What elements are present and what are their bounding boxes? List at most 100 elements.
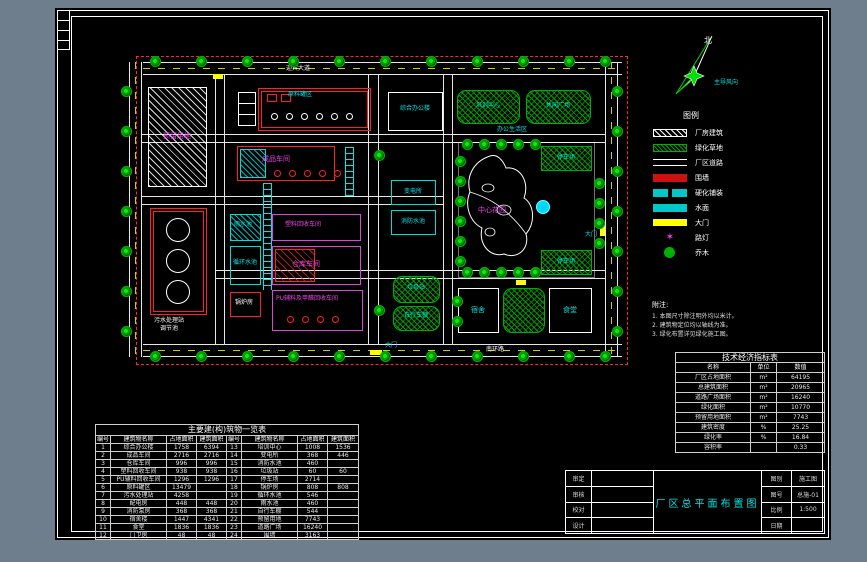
canteen-building (549, 288, 592, 333)
tree-icon (518, 56, 529, 67)
rain-pool-structure (230, 214, 261, 241)
legend-label: 路灯 (695, 233, 709, 242)
tree-icon (380, 56, 391, 67)
table-cell: 7 (95, 491, 111, 500)
table-cell: 996 (196, 459, 227, 468)
titleblock-value: 施工图 (791, 470, 825, 487)
legend-swatch-road-icon (653, 159, 687, 166)
table-cell: 60 (327, 467, 359, 476)
equipment-circle-icon (316, 113, 323, 120)
tree-icon (594, 178, 605, 189)
table-cell: 368 (166, 507, 197, 516)
substation-building (391, 180, 436, 205)
table-header-cell: 建筑物名称 (110, 435, 167, 444)
pump-annex-building (238, 92, 256, 126)
table-cell: 4341 (196, 515, 227, 524)
table-cell: 16.84 (775, 432, 826, 443)
legend-swatch-hatch-w-icon (653, 128, 687, 137)
titleblock-label: 比例 (761, 501, 792, 519)
table-cell: 绿化率 (675, 432, 751, 443)
tree-icon (426, 56, 437, 67)
table-cell: 变电所 (241, 451, 298, 460)
tree-icon (455, 236, 466, 247)
table-cell (327, 515, 359, 524)
label-trash: 垃圾站 (407, 284, 426, 291)
table-cell: 预留用地 (241, 515, 298, 524)
park-landscape-graphic (467, 155, 533, 256)
tree-icon (564, 351, 575, 362)
trash-station (393, 276, 440, 303)
table-cell: % (750, 432, 777, 443)
table-cell: 原料罐区 (110, 483, 167, 492)
titleblock-label: 设计 (565, 517, 592, 534)
legend-item: ✶路灯 (653, 230, 783, 245)
label-cycle-pool: 循环水池 (233, 259, 258, 266)
label-reserve: 预留用地 (163, 132, 191, 140)
table-cell: 消防水池 (241, 459, 298, 468)
legend-label: 硬化铺装 (695, 188, 723, 197)
tree-icon (612, 246, 623, 257)
table-cell: 19 (226, 491, 242, 500)
drawing-title: 厂区总平面布置图 (653, 470, 762, 534)
tree-icon (452, 316, 463, 327)
equipment-circle-icon (317, 316, 324, 323)
legend-swatch-tree-icon (664, 247, 675, 258)
gate-icon-inner (516, 280, 526, 285)
table-title: 技术经济指标表 (674, 352, 826, 363)
table-header-cell: 建筑物名称 (241, 435, 298, 444)
label-wind: 主导风向 (714, 79, 739, 86)
table-cell: 污水处理站 (110, 491, 167, 500)
table-cell: 1447 (166, 515, 197, 524)
tree-icon (121, 246, 132, 257)
equipment-box-icon (267, 94, 277, 102)
label-road-bottom: 南环路 (486, 346, 505, 353)
table-cell: 门卫房 (110, 531, 167, 540)
table-cell: 6394 (196, 443, 227, 452)
table-cell: 3 (95, 459, 111, 468)
table-cell: 循环水池 (241, 491, 298, 500)
titleblock-value (591, 517, 654, 534)
tree-icon (472, 56, 483, 67)
table-cell: 368 (297, 451, 328, 460)
table-header-cell: 编号 (226, 435, 242, 444)
table-header-cell: 占地面积 (166, 435, 197, 444)
legend-title: 图例 (683, 111, 699, 120)
equipment-circle-icon (274, 170, 281, 177)
tree-icon (594, 218, 605, 229)
building-list-table: 主要建(构)筑物一览表编号建筑物名称占地面积建筑面积编号建筑物名称占地面积建筑面… (95, 424, 359, 540)
legend-item: 硬化铺装 (653, 185, 783, 200)
label-canteen: 食堂 (563, 306, 577, 314)
tree-icon (121, 166, 132, 177)
table-cell: 4258 (166, 491, 197, 500)
tree-icon (612, 206, 623, 217)
table-cell: 容积率 (675, 442, 751, 453)
tree-icon (121, 326, 132, 337)
legend-item: 绿化草地 (653, 140, 783, 155)
training-center-block (457, 90, 520, 124)
reserve-land-parcel (148, 87, 207, 187)
legend-item: 围墙 (653, 170, 783, 185)
table-cell (327, 507, 359, 516)
table-cell: 7743 (297, 515, 328, 524)
tree-icon (196, 351, 207, 362)
table-cell: 21 (226, 507, 242, 516)
table-cell: 22 (226, 515, 242, 524)
tree-icon (455, 216, 466, 227)
table-cell: 垃圾站 (241, 467, 298, 476)
table-cell: 厂区占地面积 (675, 372, 751, 383)
tree-icon (334, 351, 345, 362)
label-warehouse: 仓库车间 (292, 260, 320, 268)
table-cell: 围墙 (241, 531, 298, 540)
tree-icon (121, 86, 132, 97)
table-cell: 938 (166, 467, 197, 476)
table-cell: 448 (196, 499, 227, 508)
table-cell: 道路广场 (241, 523, 298, 532)
table-cell (327, 531, 359, 540)
bike-shed (393, 306, 440, 331)
